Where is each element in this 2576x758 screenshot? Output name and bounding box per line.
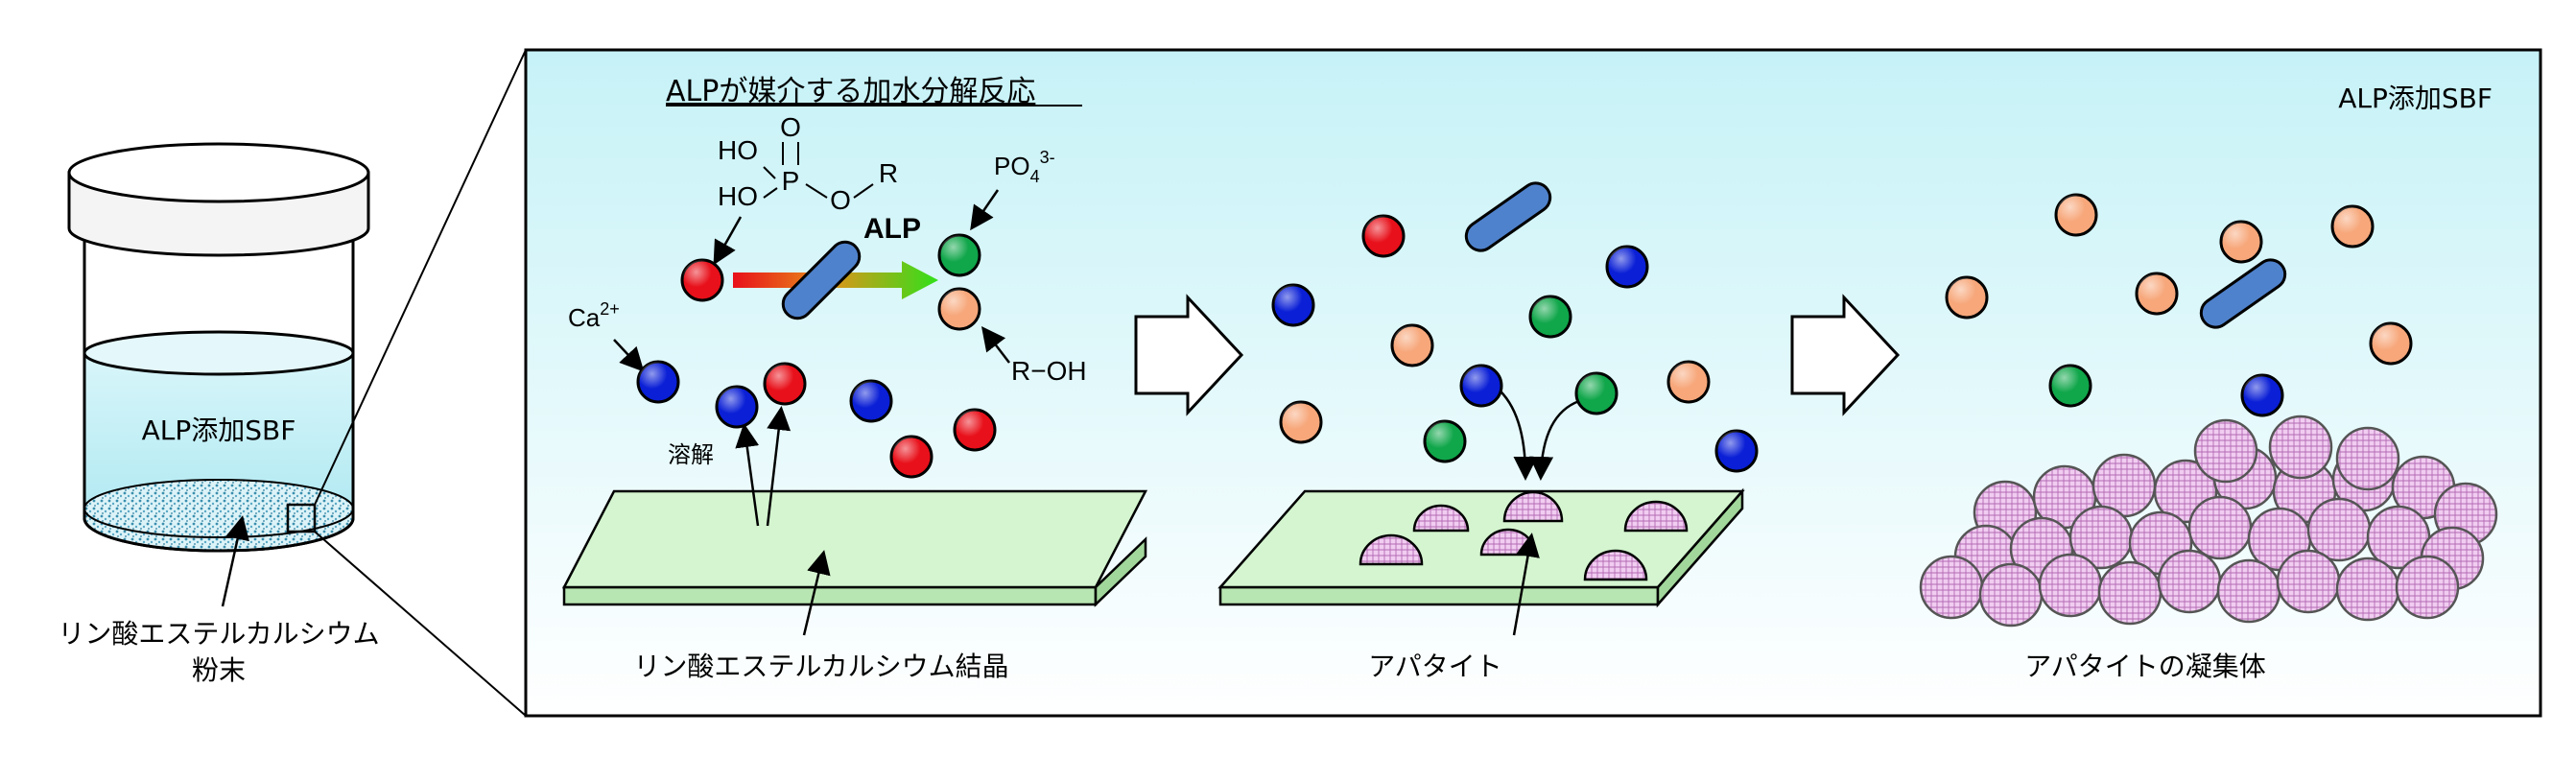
apatite-dome bbox=[1502, 490, 1564, 523]
calcium-ion bbox=[1271, 283, 1315, 327]
alcohol-pointer bbox=[981, 326, 1010, 364]
crystal-pointer bbox=[802, 550, 831, 636]
alcohol-molecule bbox=[2054, 193, 2098, 237]
phosphate-ester-formula: O HO P HO O R bbox=[718, 112, 898, 215]
apatite-sphere bbox=[2335, 557, 2400, 622]
phosphate-label: PO43- bbox=[994, 148, 1055, 186]
phosphate-ester-ion bbox=[763, 362, 807, 406]
phosphate-ester-ion bbox=[680, 258, 724, 302]
phosphate-ester-ion bbox=[1361, 214, 1406, 258]
jar-liquid-surface bbox=[83, 330, 355, 376]
calcium-pointer bbox=[613, 339, 645, 372]
alcohol-molecule bbox=[1945, 275, 1989, 320]
formula-r: R bbox=[879, 158, 898, 188]
apatite-sphere bbox=[2276, 549, 2341, 614]
transition-arrow-1 bbox=[1134, 294, 1244, 416]
alcohol-molecule bbox=[1666, 360, 1711, 404]
dissolve-arrow-1 bbox=[735, 423, 760, 527]
calcium-ion bbox=[849, 379, 893, 423]
calcium-ion bbox=[1605, 245, 1649, 289]
stage3-label: アパタイトの凝集体 bbox=[2024, 651, 2265, 682]
sbf-jar: ALP添加SBF リン酸エステルカルシウム 粉末 bbox=[58, 142, 380, 686]
calcium-label: Ca2+ bbox=[568, 299, 620, 332]
apatite-aggregate bbox=[1919, 415, 2498, 628]
powder-label-line1: リン酸エステルカルシウム bbox=[58, 618, 379, 650]
dissolve-label: 溶解 bbox=[668, 441, 714, 468]
calcium-ion bbox=[1459, 364, 1503, 408]
apatite-sphere bbox=[2187, 495, 2253, 560]
alcohol-molecule bbox=[1279, 400, 1323, 444]
dissolve-arrow-2 bbox=[766, 406, 792, 527]
apatite-sphere bbox=[1978, 562, 2044, 628]
transition-arrow-2 bbox=[1790, 294, 1901, 416]
phosphate-pointer bbox=[970, 189, 1000, 231]
apatite-dome bbox=[1583, 549, 1648, 581]
phosphate-ester-ion bbox=[953, 408, 997, 452]
apatite-sphere bbox=[2193, 418, 2258, 484]
crystal-slab-1 bbox=[561, 489, 1148, 607]
zoom-line-top bbox=[314, 49, 527, 506]
formula-ho-lower: HO bbox=[718, 181, 758, 211]
alcohol-molecule bbox=[2330, 204, 2375, 249]
stage2-label: アパタイト bbox=[1368, 651, 1501, 682]
phosphate-ion bbox=[937, 233, 981, 277]
formula-pointer bbox=[713, 216, 743, 266]
enzyme-label: ALP bbox=[863, 213, 921, 245]
formula-o-top: O bbox=[780, 112, 801, 142]
jar-liquid-label: ALP添加SBF bbox=[142, 415, 296, 446]
apatite-domes bbox=[1359, 490, 1689, 581]
phosphate-ion bbox=[1574, 371, 1619, 415]
alcohol-molecule bbox=[937, 287, 981, 331]
alcohol-molecule bbox=[2135, 272, 2179, 316]
alcohol-molecule bbox=[1390, 323, 1434, 367]
alcohol-molecule bbox=[2369, 321, 2413, 366]
apatite-sphere bbox=[2038, 553, 2103, 618]
apatite-sphere bbox=[2335, 426, 2400, 491]
apatite-sphere bbox=[2268, 415, 2333, 480]
phosphate-ion bbox=[2048, 364, 2092, 408]
zoom-line-bottom bbox=[314, 531, 527, 717]
apatite-sphere bbox=[2395, 555, 2460, 620]
ion-layer bbox=[636, 181, 2413, 479]
alcohol-label: R−OH bbox=[1011, 356, 1087, 386]
alp-enzyme-rod bbox=[2199, 258, 2287, 329]
panel-corner-label: ALP添加SBF bbox=[2338, 83, 2493, 114]
apatite-pointer bbox=[1512, 533, 1540, 636]
zoom-box bbox=[286, 503, 317, 533]
apatite-sphere bbox=[1919, 555, 1984, 620]
phosphate-ion bbox=[1423, 419, 1467, 463]
powder-label-line2: 粉末 bbox=[192, 654, 246, 686]
calcium-ion bbox=[1714, 429, 1759, 473]
alp-enzyme-rod bbox=[1464, 181, 1552, 252]
apatite-sphere bbox=[2157, 549, 2222, 614]
apatite-dome bbox=[1623, 500, 1689, 533]
alp-enzyme-rod bbox=[781, 240, 862, 320]
phosphate-ester-ion bbox=[889, 435, 934, 479]
phosphate-ion bbox=[1528, 295, 1572, 339]
deposit-arrow-1 bbox=[1496, 387, 1538, 481]
calcium-ion bbox=[715, 385, 759, 429]
apatite-sphere bbox=[2216, 558, 2281, 624]
deposit-arrow-2 bbox=[1529, 399, 1580, 481]
formula-ho-upper: HO bbox=[718, 135, 758, 165]
apatite-dome bbox=[1412, 504, 1470, 533]
calcium-ion bbox=[636, 360, 680, 404]
formula-p: P bbox=[782, 166, 800, 196]
apatite-dome bbox=[1359, 533, 1424, 566]
calcium-ion bbox=[2240, 373, 2284, 417]
powder-pointer bbox=[221, 515, 249, 607]
panel-title: ALPが媒介する加水分解反応 bbox=[666, 75, 1035, 108]
alcohol-molecule bbox=[2219, 220, 2263, 264]
stage1-label: リン酸エステルカルシウム結晶 bbox=[633, 651, 1008, 682]
formula-o-ester: O bbox=[830, 185, 851, 215]
apatite-sphere bbox=[2097, 560, 2162, 626]
